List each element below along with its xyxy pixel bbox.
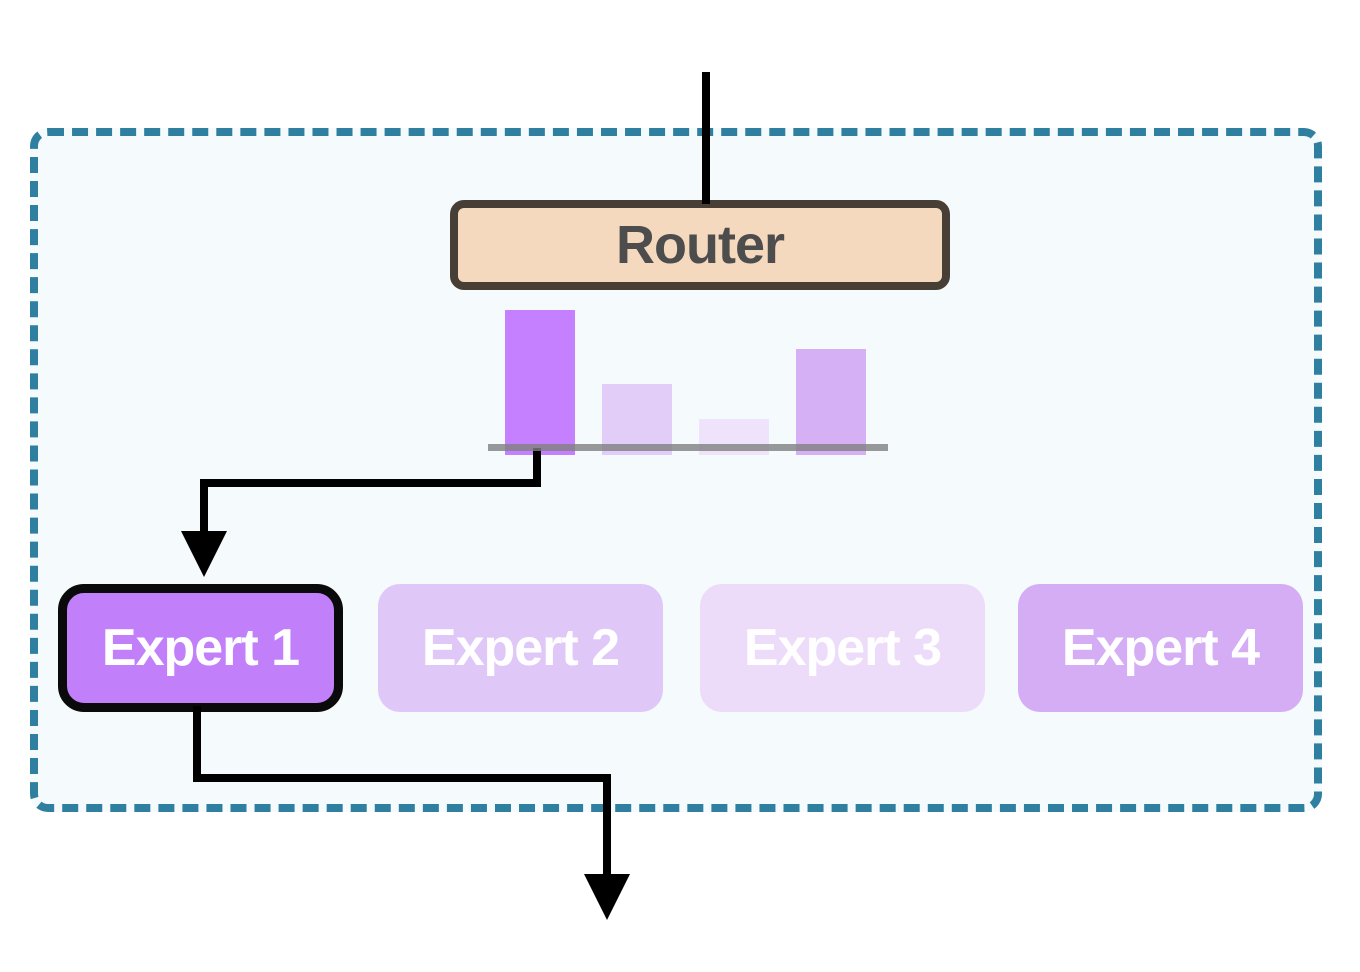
route-arrow-segment [200,479,208,537]
output-arrow-segment [193,774,611,782]
expert-3-box: Expert 3 [700,584,985,712]
weight-bar-4 [796,349,866,455]
chart-baseline [488,444,888,451]
router-box: Router [450,200,950,290]
expert-4-label: Expert 4 [1061,619,1260,677]
router-label: Router [616,215,785,275]
router-weights-chart [505,305,866,455]
expert-4-box: Expert 4 [1018,584,1303,712]
output-arrow-segment [193,706,201,782]
expert-1-box: Expert 1 [58,584,343,712]
expert-2-label: Expert 2 [421,619,620,677]
route-arrow-segment [200,479,541,487]
expert-1-label: Expert 1 [101,619,300,677]
expert-2-box: Expert 2 [378,584,663,712]
weight-bar-2 [602,384,672,455]
route-arrow-segment [533,448,541,487]
output-arrow-segment [603,774,611,880]
expert-3-label: Expert 3 [743,619,942,677]
route-arrowhead-icon [181,531,227,577]
output-arrowhead-icon [584,874,630,920]
weight-bar-1 [505,310,575,455]
input-arrow [702,72,710,204]
